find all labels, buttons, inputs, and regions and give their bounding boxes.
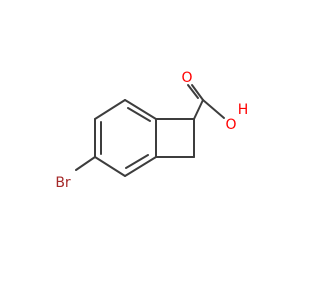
hydroxyl-hydrogen-label: H — [238, 102, 249, 118]
carboxyl-c-bond — [193, 99, 204, 120]
carbonyl-oxygen-label: O — [181, 70, 192, 86]
ring-bond-c4-c5 — [94, 156, 126, 177]
ring-bond-c3-c4 — [124, 156, 157, 177]
ring-bond-c1-c2 — [124, 99, 157, 120]
bromine-atom-label: Br — [55, 175, 71, 191]
carbonyl-bond-a — [191, 84, 204, 101]
carbonyl-bond-b — [187, 84, 199, 99]
ring-bond-c6-c1 — [94, 99, 126, 120]
bromine-bond — [75, 156, 96, 171]
hydroxyl-bond — [202, 99, 225, 119]
canvas-background — [0, 0, 300, 300]
double-bond-inner-c3-c4 — [125, 154, 149, 169]
chemical-structure: Br O O H — [0, 0, 300, 300]
double-bond-inner-c1-c2 — [127, 107, 151, 122]
hydroxyl-oxygen-label: O — [225, 117, 236, 133]
